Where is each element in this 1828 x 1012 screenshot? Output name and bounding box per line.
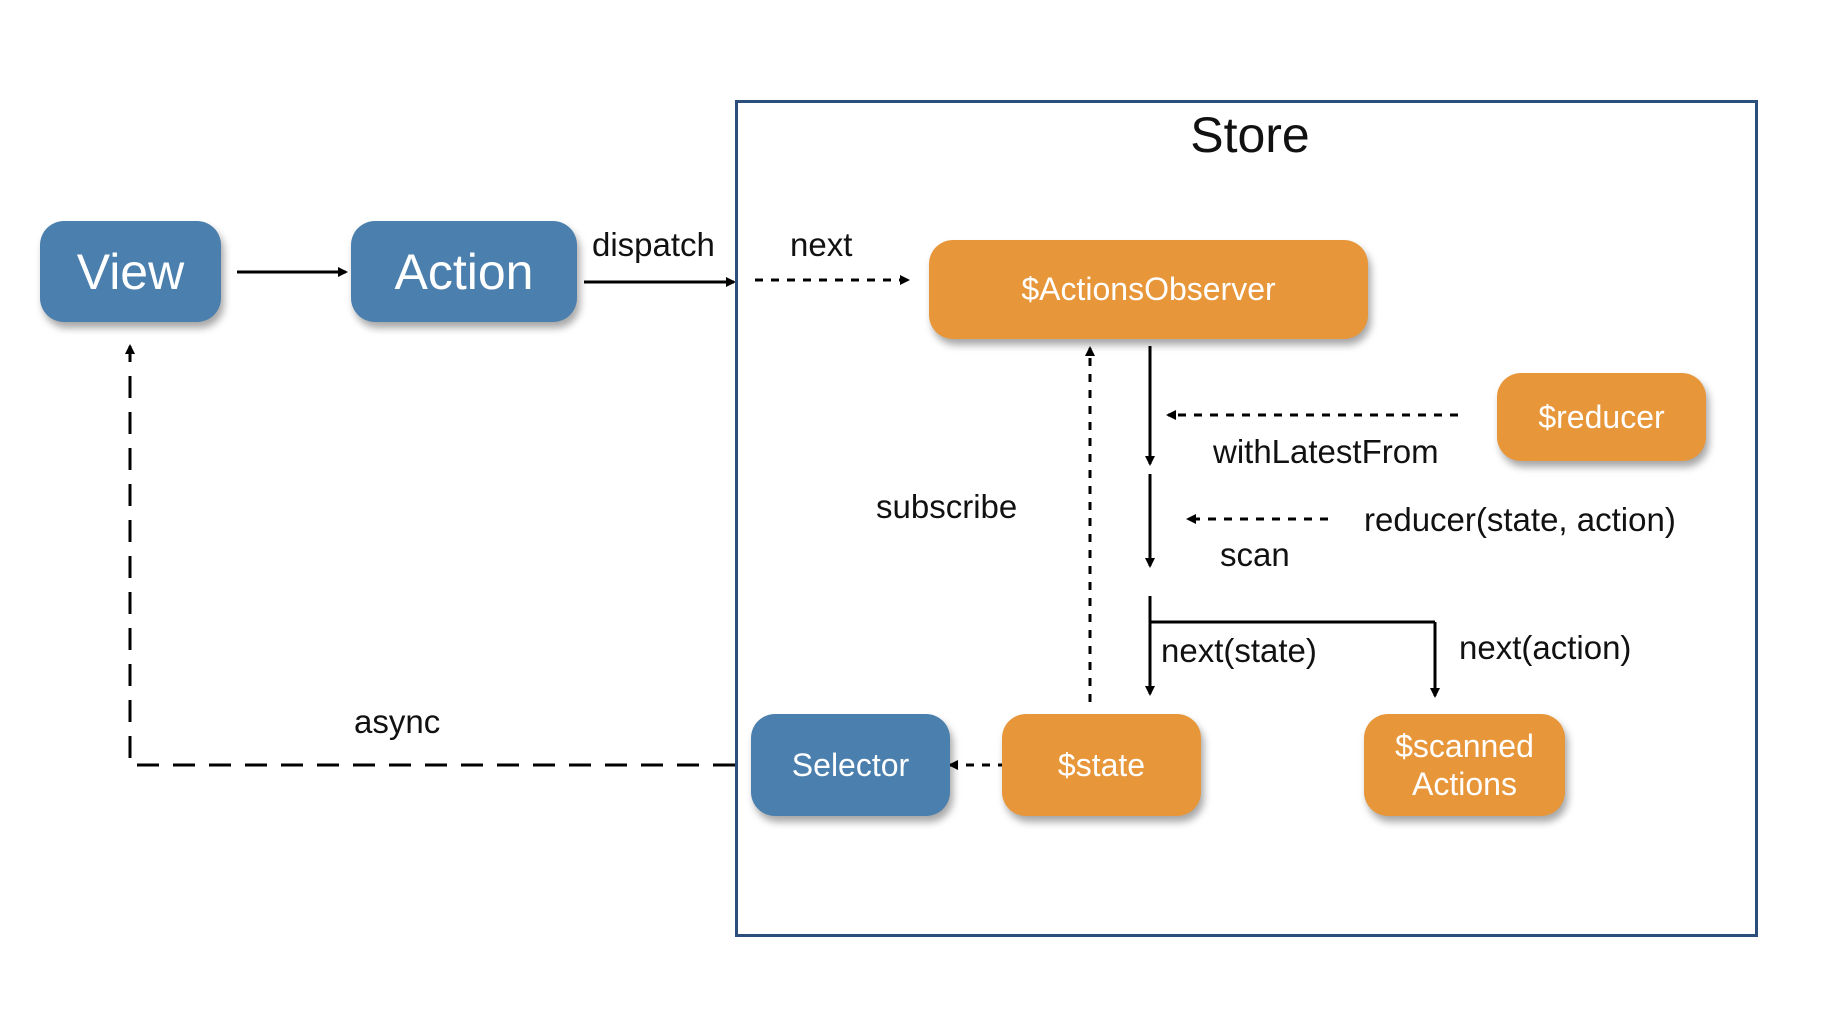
action-node[interactable]: Action xyxy=(351,221,577,322)
scanned-actions-line1: $scanned xyxy=(1395,727,1534,764)
reducer-node[interactable]: $reducer xyxy=(1497,373,1706,461)
label-next-state: next(state) xyxy=(1161,632,1317,669)
label-dispatch: dispatch xyxy=(592,226,715,263)
label-next-action: next(action) xyxy=(1459,629,1632,666)
actions-observer-node[interactable]: $ActionsObserver xyxy=(929,240,1368,339)
label-scan: scan xyxy=(1220,536,1290,573)
label-reducer-call: reducer(state, action) xyxy=(1364,501,1676,538)
label-async: async xyxy=(354,703,441,740)
label-with-latest-from: withLatestFrom xyxy=(1213,433,1439,470)
label-next: next xyxy=(790,226,853,263)
view-node[interactable]: View xyxy=(40,221,221,322)
edge-async xyxy=(125,344,735,767)
scanned-actions-node[interactable]: $scanned Actions xyxy=(1364,714,1565,816)
scanned-actions-line2: Actions xyxy=(1412,766,1517,802)
selector-node[interactable]: Selector xyxy=(751,714,950,816)
store-container xyxy=(735,100,1758,937)
state-node[interactable]: $state xyxy=(1002,714,1201,816)
label-subscribe: subscribe xyxy=(876,488,1018,525)
store-title: Store xyxy=(1190,107,1310,163)
